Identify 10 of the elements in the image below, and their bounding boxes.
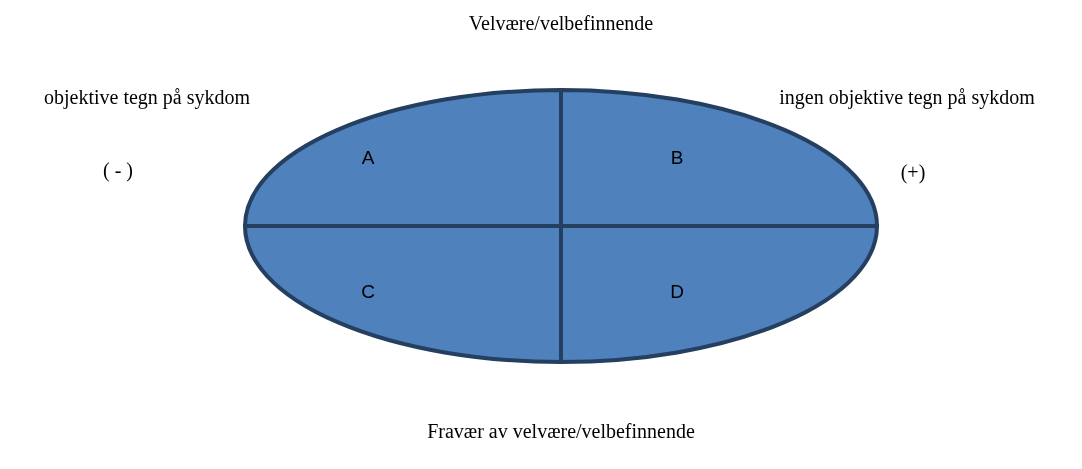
sign-label: (+) <box>900 160 926 184</box>
axis-label: Fravær av velvære/velbefinnende <box>427 419 695 443</box>
quadrant-letter: D <box>670 281 684 303</box>
axis-label: Velvære/velbefinnende <box>468 11 654 35</box>
quadrant-letter: B <box>670 147 684 169</box>
side-label: ingen objektive tegn på sykdom <box>779 85 1035 109</box>
sign-label: ( - ) <box>103 158 133 182</box>
quadrant-letter: A <box>361 147 375 169</box>
side-label: objektive tegn på sykdom <box>43 85 251 109</box>
quadrant-letter: C <box>361 281 375 303</box>
